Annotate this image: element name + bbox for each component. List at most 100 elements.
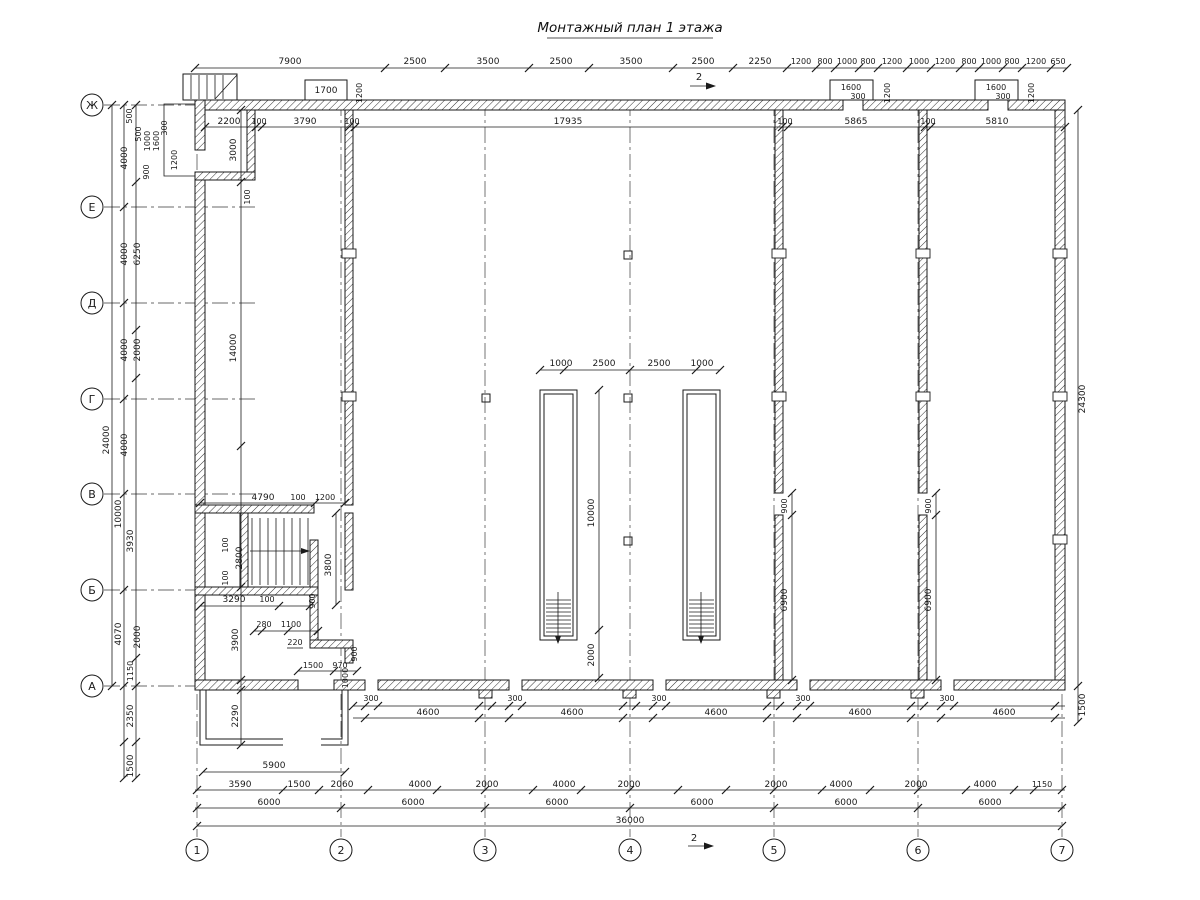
dimension-tick bbox=[190, 63, 200, 73]
dimension-tick bbox=[936, 701, 946, 711]
section-arrow-icon bbox=[706, 82, 716, 90]
dimension-label: 300 bbox=[995, 92, 1010, 101]
dimension-label: 3800 bbox=[324, 553, 334, 576]
dimension-tick bbox=[594, 673, 604, 683]
dimension-tick bbox=[480, 803, 490, 813]
dimension-label: 100 bbox=[243, 189, 252, 204]
dimension-tick bbox=[432, 785, 442, 795]
dimension-tick bbox=[1009, 785, 1019, 795]
dimension-tick bbox=[131, 373, 141, 383]
dimension-tick bbox=[782, 63, 792, 73]
dimension-label: 2000 bbox=[618, 780, 641, 790]
dimension-label: 4000 bbox=[553, 780, 576, 790]
dimension-tick bbox=[783, 122, 793, 132]
dimension-tick bbox=[119, 489, 129, 499]
dimension-tick bbox=[998, 63, 1008, 73]
dimension-tick bbox=[625, 803, 635, 813]
dimension-label: 800 bbox=[817, 57, 832, 66]
dimension-label: 500 bbox=[134, 126, 143, 141]
axis-row-circle bbox=[80, 291, 104, 315]
dimension-tick bbox=[1050, 713, 1060, 723]
dimension-label: 4070 bbox=[114, 622, 124, 645]
dimension-label: 100 bbox=[221, 570, 230, 585]
dimension-tick bbox=[352, 666, 362, 676]
window-detail-right bbox=[974, 79, 1019, 101]
dimension-tick bbox=[310, 498, 320, 508]
dimension-label: 500 bbox=[125, 108, 134, 123]
dimension-tick bbox=[131, 100, 141, 110]
dimension-tick bbox=[119, 298, 129, 308]
dimension-tick bbox=[331, 508, 341, 518]
section-marker-bottom bbox=[688, 842, 714, 850]
dimension-label: 300 bbox=[939, 694, 954, 703]
dimension-tick bbox=[487, 701, 497, 711]
dimension-tick bbox=[854, 63, 864, 73]
dimension-label: 36000 bbox=[616, 816, 645, 826]
dimension-tick bbox=[119, 773, 129, 783]
dimension-label: 4600 bbox=[561, 708, 584, 718]
column-markers bbox=[341, 248, 1068, 546]
dimension-label: 1200 bbox=[883, 83, 892, 103]
dimension-label: 6000 bbox=[546, 798, 569, 808]
dimension-label: 2350 bbox=[126, 704, 136, 727]
wall-column-marker bbox=[1052, 534, 1068, 545]
dimension-tick bbox=[314, 785, 324, 795]
dimension-tick bbox=[625, 365, 635, 375]
dimension-tick bbox=[131, 325, 141, 335]
free-column bbox=[623, 250, 633, 260]
dimension-label: 2250 bbox=[749, 57, 772, 67]
dimension-label: 1500 bbox=[288, 780, 311, 790]
dimension-tick bbox=[440, 63, 450, 73]
section-marker-top bbox=[690, 82, 716, 90]
dimension-label: 100 bbox=[259, 595, 274, 604]
dimension-tick bbox=[480, 785, 490, 795]
dimension-tick bbox=[257, 122, 267, 132]
dimension-tick bbox=[865, 785, 875, 795]
dimension-tick bbox=[931, 510, 941, 520]
dimension-label: 1200 bbox=[1027, 83, 1036, 103]
dimension-label: 6900 bbox=[924, 588, 934, 611]
dimension-tick bbox=[769, 803, 779, 813]
annex-room-inner bbox=[205, 689, 343, 740]
dimension-tick bbox=[236, 685, 246, 695]
dimension-label: 300 bbox=[363, 694, 378, 703]
dimension-label: 4600 bbox=[705, 708, 728, 718]
dimension-tick bbox=[192, 803, 202, 813]
dimension-label: 14000 bbox=[229, 333, 239, 362]
dimension-tick bbox=[107, 681, 117, 691]
dimension-tick bbox=[792, 701, 802, 711]
dimension-label: 3590 bbox=[229, 780, 252, 790]
dimension-tick bbox=[236, 441, 246, 451]
entrance-porch bbox=[163, 103, 195, 177]
dimension-tick bbox=[348, 701, 358, 711]
dimension-tick bbox=[360, 701, 370, 711]
dimension-tick bbox=[340, 767, 350, 777]
dimension-label: 1600 bbox=[986, 83, 1006, 92]
dimension-tick bbox=[251, 122, 261, 132]
title-block: Монтажный план 1 этажа bbox=[537, 20, 723, 39]
dimension-label: 1000 bbox=[143, 131, 152, 151]
dimension-tick bbox=[618, 713, 628, 723]
dimension-label: 4000 bbox=[974, 780, 997, 790]
dimension-label: 900 bbox=[308, 593, 317, 608]
dimension-tick bbox=[920, 122, 930, 132]
dimension-tick bbox=[119, 681, 129, 691]
dimension-label: 800 bbox=[860, 57, 875, 66]
dimension-tick bbox=[131, 681, 141, 691]
stair-symbols bbox=[190, 74, 714, 644]
dimension-tick bbox=[340, 498, 350, 508]
axis-row-circle bbox=[80, 195, 104, 219]
dimension-tick bbox=[805, 701, 815, 711]
dimension-tick bbox=[528, 785, 538, 795]
axis-row-label: Е bbox=[89, 201, 96, 214]
dimension-tick bbox=[524, 63, 534, 73]
dimension-tick bbox=[1057, 785, 1067, 795]
dimension-tick bbox=[1050, 701, 1060, 711]
dimension-tick bbox=[131, 773, 141, 783]
dimension-label: 6000 bbox=[979, 798, 1002, 808]
dimension-tick bbox=[329, 666, 339, 676]
dimension-tick bbox=[936, 713, 946, 723]
dimension-tick bbox=[380, 63, 390, 73]
dimension-label: 100 bbox=[290, 493, 305, 502]
